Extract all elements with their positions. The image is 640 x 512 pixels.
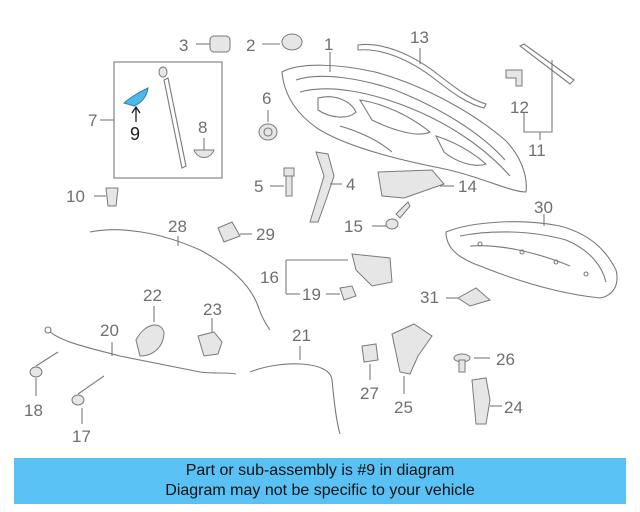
callout-30: 30 [534, 198, 553, 217]
callout-23: 23 [203, 300, 222, 319]
callout-31: 31 [420, 288, 439, 307]
pad-part-31 [446, 287, 492, 307]
callout-26: 26 [496, 350, 515, 369]
clip-part-12 [505, 69, 523, 87]
callout-8: 8 [198, 118, 207, 137]
callout-1: 1 [324, 35, 333, 54]
side-seal-part [518, 43, 575, 140]
callout-12: 12 [510, 98, 529, 117]
callout-13: 13 [410, 28, 429, 47]
callout-24: 24 [504, 398, 523, 417]
clip-part-29 [217, 221, 252, 243]
callout-27: 27 [360, 384, 379, 403]
callout-25: 25 [394, 398, 413, 417]
hinge-part-14 [377, 169, 454, 199]
callout-17: 17 [72, 427, 91, 446]
latch-part-16 [285, 253, 393, 295]
prop-rod-part-28 [89, 229, 271, 331]
parts-diagram: 1 2 3 4 5 6 7 8 9 10 11 12 13 14 15 16 1… [24, 28, 618, 446]
screw-part-17 [71, 375, 105, 424]
callout-29: 29 [256, 225, 275, 244]
cable-part-21 [249, 346, 341, 435]
handle-part-23 [197, 318, 223, 357]
callout-22: 22 [143, 286, 162, 305]
callout-15: 15 [344, 217, 363, 236]
callout-28: 28 [168, 217, 187, 236]
banner-line-1: Part or sub-assembly is #9 in diagram [185, 462, 455, 479]
latch-part-19 [326, 285, 357, 301]
cable-part-20 [44, 326, 237, 375]
callout-10: 10 [66, 187, 85, 206]
hood-seal-part [357, 43, 487, 109]
screw-part-18 [29, 351, 59, 396]
clip-part-26 [453, 353, 490, 373]
callout-7: 7 [88, 111, 97, 130]
bolt-part-5 [270, 167, 295, 197]
callout-14: 14 [458, 177, 477, 196]
callout-19: 19 [302, 285, 321, 304]
bolt-part-15 [372, 201, 411, 230]
bracket-part-24 [471, 377, 502, 425]
bumper-part-2 [262, 33, 303, 51]
callout-20: 20 [100, 321, 119, 340]
info-banner: Part or sub-assembly is #9 in diagram Di… [14, 458, 626, 504]
clip-part-27 [361, 343, 379, 380]
callout-2: 2 [246, 36, 255, 55]
strut-group-box [100, 61, 223, 179]
cover-part-22 [135, 306, 165, 357]
highlighted-part-9 [122, 87, 149, 107]
grommet-part-6 [258, 110, 278, 141]
callout-16: 16 [260, 268, 279, 287]
callout-5: 5 [254, 177, 263, 196]
bracket-part-25 [391, 323, 433, 394]
callout-18: 18 [24, 401, 43, 420]
banner-line-2: Diagram may not be specific to your vehi… [165, 482, 475, 499]
callout-4: 4 [346, 175, 355, 194]
bumper-part-3 [196, 35, 231, 53]
callout-11: 11 [528, 141, 546, 160]
clip-part-10 [94, 187, 119, 207]
callout-9: 9 [130, 124, 140, 144]
callout-21: 21 [292, 326, 311, 345]
callout-labels: 1 2 3 4 5 6 7 8 9 10 11 12 13 14 15 16 1… [24, 28, 553, 446]
callout-3: 3 [179, 36, 188, 55]
hinge-part-4 [309, 151, 342, 223]
hood-part [281, 52, 527, 193]
callout-6: 6 [262, 89, 271, 108]
insulator-part-30 [445, 214, 618, 299]
